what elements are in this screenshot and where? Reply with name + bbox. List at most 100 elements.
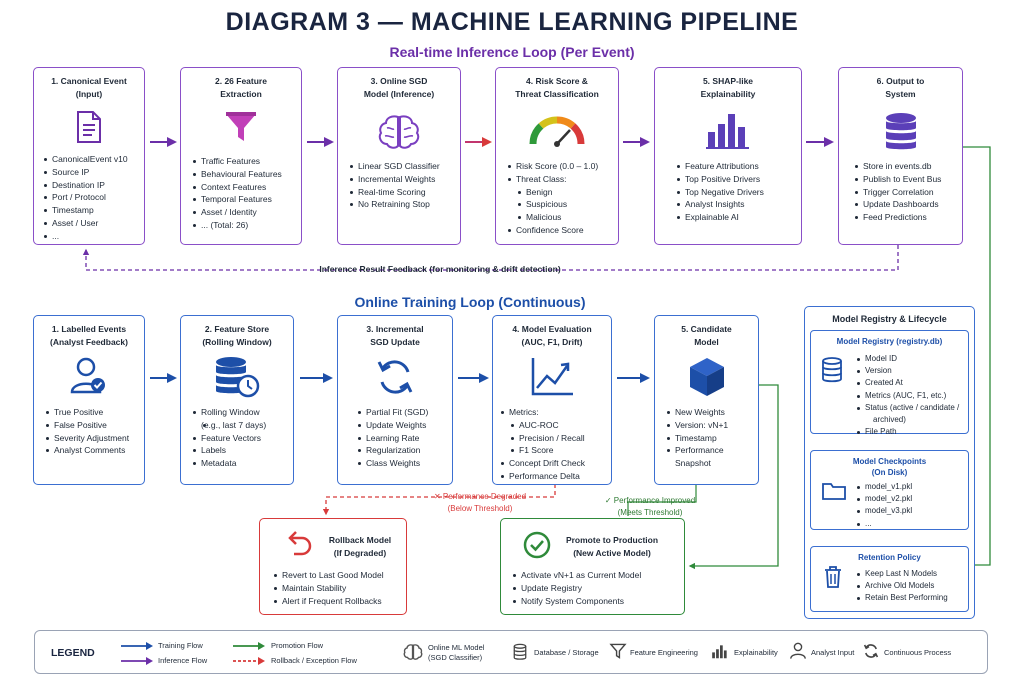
list-item: Publish to Event Bus — [855, 173, 941, 186]
list-item: Activate vN+1 as Current Model — [513, 569, 641, 582]
list-item: Alert if Frequent Rollbacks — [274, 595, 384, 608]
checkpoints-title: Model Checkpoints — [852, 457, 927, 466]
list-item: Source IP — [44, 166, 128, 179]
list-item: Snapshot — [675, 458, 711, 469]
list-item: Destination IP — [44, 179, 128, 192]
list-item: Class Weights — [358, 457, 428, 470]
list-item: Explainable AI — [677, 211, 764, 224]
list-item: Performance Delta — [501, 470, 585, 483]
list-item: Performance — [667, 444, 728, 457]
funnel-icon — [226, 112, 256, 141]
rollback-model-box: Rollback Model (If Degraded) Revert to L… — [259, 518, 407, 615]
training-box-labelled-events: 1. Labelled Events(Analyst Feedback) Tru… — [33, 315, 145, 485]
list-item: Labels — [193, 444, 266, 457]
brain-icon — [403, 644, 423, 660]
checkpoints-card: Model Checkpoints(On Disk) model_v1.pkl … — [810, 450, 969, 530]
refresh-icon — [863, 644, 879, 658]
list-item: Update Dashboards — [855, 198, 941, 211]
legend-training-flow: Training Flow — [158, 641, 203, 650]
registry-title: Model Registry & Lifecycle — [832, 314, 947, 324]
box-subtitle: (Input) — [75, 89, 103, 99]
bar-chart-icon — [706, 114, 749, 149]
list-item: Model ID — [857, 353, 959, 365]
list-item: model_v2.pkl — [857, 493, 912, 505]
legend: LEGEND Training Flow Inference Flow Prom… — [34, 630, 988, 674]
degraded-label: ✕ Performance Degraded — [433, 492, 527, 501]
list-item: Concept Drift Check — [501, 457, 585, 470]
list-item: Revert to Last Good Model — [274, 569, 384, 582]
list-item: Learning Rate — [358, 432, 428, 445]
list-item: CanonicalEvent v10 — [44, 153, 128, 166]
list-item: Metrics: — [501, 406, 585, 419]
box-subtitle: SGD Update — [370, 337, 420, 347]
list-item: Version — [857, 365, 959, 377]
legend-continuous-process: Continuous Process — [884, 648, 952, 657]
list-item: Status (active / candidate / — [857, 402, 959, 414]
list-item: Context Features — [193, 181, 282, 194]
list-item: Metadata — [193, 457, 266, 470]
improved-label: ✓ Performance Improved — [604, 496, 696, 505]
box-title: 5. Candidate — [681, 324, 732, 334]
list-item: Top Positive Drivers — [677, 173, 764, 186]
legend-rollback-flow-swatch — [233, 657, 265, 665]
legend-database: Database / Storage — [534, 648, 599, 657]
list-item: Regularization — [358, 444, 428, 457]
retention-policy-card: Retention Policy Keep Last N Models Arch… — [810, 546, 969, 612]
box-subtitle: Extraction — [220, 89, 262, 99]
database-icon — [822, 357, 842, 383]
analyst-icon — [70, 357, 105, 394]
funnel-icon — [609, 643, 627, 659]
legend-title: LEGEND — [51, 647, 95, 659]
list-item: F1 Score — [501, 444, 585, 457]
list-item: Analyst Insights — [677, 198, 764, 211]
list-item: True Positive — [46, 406, 129, 419]
inference-loop-heading: Real-time Inference Loop (Per Event) — [389, 44, 635, 60]
improved-threshold: (Meets Threshold) — [617, 508, 683, 517]
refresh-icon — [377, 360, 413, 394]
legend-training-flow-swatch — [121, 642, 153, 650]
list-item: File Path — [857, 426, 959, 438]
list-item: Retain Best Performing — [857, 592, 948, 604]
box-title: 1. Canonical Event — [51, 76, 127, 86]
list-item: ... (Total: 26) — [193, 219, 282, 232]
improved-condition-label: ✓ Performance Improved (Meets Threshold) — [590, 495, 710, 519]
training-loop-heading: Online Training Loop (Continuous) — [354, 294, 586, 310]
list-item: Metrics (AUC, F1, etc.) — [857, 390, 959, 402]
list-item: Benign — [508, 186, 598, 199]
list-item: Feature Attributions — [677, 160, 764, 173]
list-item: model_v1.pkl — [857, 481, 912, 493]
legend-online-model-line2: (SGD Classifier) — [428, 653, 483, 662]
list-item: Store in events.db — [855, 160, 941, 173]
line-chart-icon — [531, 358, 573, 396]
analyst-icon — [790, 642, 806, 659]
box-subtitle: Explainability — [700, 89, 756, 99]
improved-flow-line — [627, 484, 697, 516]
list-item: No Retraining Stop — [350, 198, 440, 211]
legend-inference-flow: Inference Flow — [158, 656, 208, 665]
box-title: 3. Online SGD — [370, 76, 428, 86]
list-item: Analyst Comments — [46, 444, 129, 457]
list-item: Asset / User — [44, 217, 128, 230]
feedback-loop-line — [82, 245, 899, 271]
training-box-feature-store: 2. Feature Store(Rolling Window) Rolling… — [180, 315, 294, 485]
list-item: ... — [857, 518, 912, 530]
box-title: 2. 26 Feature — [215, 76, 267, 86]
box-subtitle: (Analyst Feedback) — [50, 337, 128, 347]
list-item: Created At — [857, 377, 959, 389]
list-item: archived) — [873, 415, 906, 425]
promote-to-production-box: Promote to Production (New Active Model)… — [500, 518, 685, 615]
box-title: 4. Risk Score & — [526, 76, 588, 86]
box-subtitle: Model — [694, 337, 719, 347]
list-item: Threat Class: — [508, 173, 598, 186]
rollback-subtitle: (If Degraded) — [333, 548, 387, 558]
list-item: Traffic Features — [193, 155, 282, 168]
list-item: Update Weights — [358, 419, 428, 432]
list-item: Top Negative Drivers — [677, 186, 764, 199]
list-item: Port / Protocol — [44, 191, 128, 204]
list-item: model_v3.pkl — [857, 505, 912, 517]
gauge-icon — [529, 116, 585, 147]
database-icon — [885, 113, 916, 150]
list-item: Suspicious — [508, 198, 598, 211]
legend-feature-engineering: Feature Engineering — [630, 648, 698, 657]
